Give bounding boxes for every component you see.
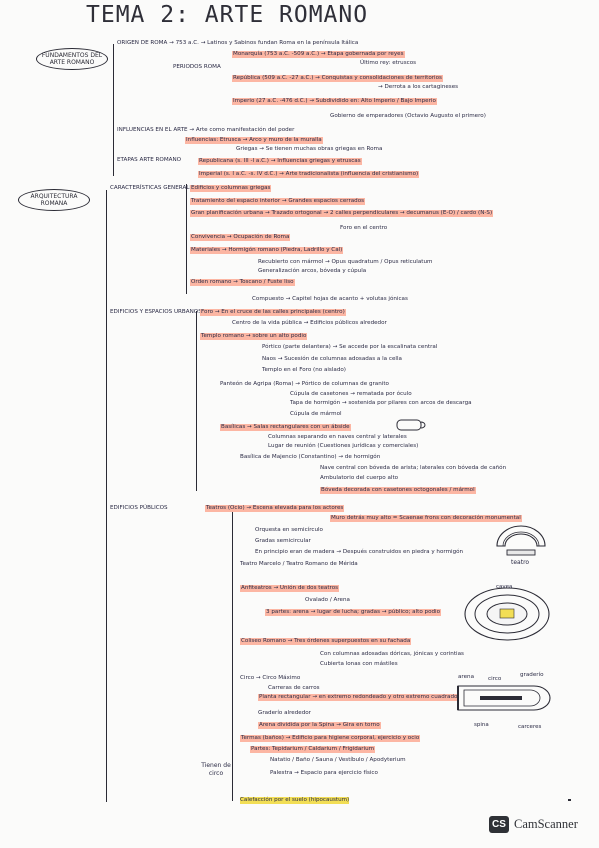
camscanner-logo: CS <box>489 816 509 833</box>
note: Imperio (27 a.C. -476 d.C.) → Subdividid… <box>232 98 437 105</box>
sketch-label-graderio: graderío <box>520 672 544 678</box>
note: Basílica de Majencio (Constantino) → de … <box>240 454 381 460</box>
edif-branch-line <box>196 311 198 491</box>
note: Foro en el centro <box>340 225 388 231</box>
note: Carreras de carros <box>268 685 320 691</box>
note: Natatio / Baño / Sauna / Vestíbulo / Apo… <box>270 757 406 763</box>
note: Monarquía (753 a.C. -509 a.C.) → Etapa g… <box>232 51 405 58</box>
camscanner-watermark: CamScanner <box>514 817 578 831</box>
note: Con columnas adosadas dóricas, jónicas y… <box>320 651 464 657</box>
note: ETAPAS ARTE ROMANO <box>117 157 182 163</box>
note: Circo → Circo Máximo <box>240 675 301 681</box>
note: Termas (baños) → Edificio para higiene c… <box>240 735 421 742</box>
note: Ovalado / Arena <box>305 597 350 603</box>
note: Cubierta lonas con mástiles <box>320 661 398 667</box>
note: Orquesta en semicírculo <box>255 527 323 533</box>
note: EDIFICIOS Y ESPACIOS URBANOS <box>110 309 202 315</box>
note: Generalización arcos, bóveda y cúpula <box>258 268 367 274</box>
note: Templo en el Foro (no aislado) <box>262 367 346 373</box>
note: Tratamiento del espacio interior → Grand… <box>190 198 366 205</box>
note: Planta rectangular → en extremo redondea… <box>258 694 459 701</box>
root-fundamentos-label: FUNDAMENTOS DEL ARTE ROMANO <box>41 52 103 66</box>
note: CARACTERÍSTICAS GENERALES <box>110 185 197 191</box>
theatre-sketch: teatro <box>496 525 546 566</box>
root-fundamentos: FUNDAMENTOS DEL ARTE ROMANO <box>36 48 108 70</box>
note: → Derrota a los cartagineses <box>378 84 459 90</box>
note: Panteón de Agripa (Roma) → Pórtico de co… <box>220 381 389 387</box>
note: Columnas separando en naves central y la… <box>268 434 407 440</box>
note: Calefacción por el suelo (hipocaustum) <box>240 797 350 804</box>
basilica-apse-sketch <box>396 419 426 431</box>
note: Cúpula de casetones → rematada por óculo <box>290 391 412 397</box>
note: Anfiteatros → Unión de dos teatros <box>240 585 340 592</box>
note: Graderío alrededor <box>258 710 311 716</box>
note: Centro de la vida pública → Edificios pú… <box>232 320 387 326</box>
note: Arena dividida por la Spina → Gira en to… <box>258 722 381 729</box>
note: PERIODOS ROMA <box>173 64 221 70</box>
note: Naos → Sucesión de columnas adosadas a l… <box>262 356 402 362</box>
upper-branch-line <box>113 44 115 176</box>
note: Gradas semicircular <box>255 538 311 544</box>
sketch-label-cavea: cavea <box>496 584 512 590</box>
note: Orden romano → Toscano / Fuste liso <box>190 279 295 286</box>
note: EDIFICIOS PÚBLICOS <box>110 505 168 511</box>
note: Teatro Marcelo / Teatro Romano de Mérida <box>240 561 358 567</box>
note: Teatros (Ocio) → Escena elevada para los… <box>205 505 345 512</box>
page-title: TEMA 2: ARTE ROMANO <box>86 2 369 28</box>
root-arquitectura-label: ARQUITECTURA ROMANA <box>30 193 78 207</box>
note: Recubierto con mármol → Opus quadratum /… <box>258 259 433 265</box>
note: Ambulatorio del cuerpo alto <box>320 475 399 481</box>
note: Coliseo Romano → Tres órdenes superpuest… <box>240 638 412 645</box>
cat-branch-line <box>186 184 188 294</box>
note: Templo romano → sobre un alto podio <box>200 333 308 340</box>
note: Materiales → Hormigón romano (Piedra, La… <box>190 247 344 254</box>
note: Basílicas → Salas rectangulares con un á… <box>220 424 351 431</box>
sketch-label-carceres: carceres <box>518 724 541 730</box>
note: Tapa de hormigón → sostenida por pilares… <box>290 400 472 406</box>
circus-sketch: spina carceres <box>457 685 551 730</box>
note: Griegas → Se tienen muchas obras griegas… <box>236 146 383 152</box>
main-branch-line <box>106 190 108 802</box>
note: Último rey: etruscos <box>360 60 417 66</box>
note: Pórtico (parte delantera) → Se accede po… <box>262 344 438 350</box>
sketch-label-spina: spina <box>474 722 489 728</box>
note: Bóveda decorada con casetones octogonale… <box>320 487 476 494</box>
note: Gran planificación urbana → Trazado orto… <box>190 210 494 217</box>
note: Palestra → Espacio para ejercicio físico <box>270 770 378 776</box>
side-note-circo: Tienen de circo <box>201 762 231 777</box>
note: 3 partes: arena → lugar de lucha; gradas… <box>265 609 442 616</box>
root-arquitectura: ARQUITECTURA ROMANA <box>18 189 90 211</box>
note: INFLUENCIAS EN EL ARTE → Arte como manif… <box>117 127 295 133</box>
note: Influencias: Etrusca → Arco y muro de la… <box>185 137 323 144</box>
scan-mark <box>568 799 571 801</box>
amphitheatre-sketch: cavea <box>464 584 550 641</box>
note: En principio eran de madera → Después co… <box>255 549 464 555</box>
note: Cúpula de mármol <box>290 411 342 417</box>
note: ORIGEN DE ROMA → 753 a.C. → Latinos y Sa… <box>117 40 359 46</box>
note: Gobierno de emperadores (Octavio Augusto… <box>330 113 486 119</box>
note: Convivencia → Ocupación de Roma <box>190 234 291 241</box>
note: República (509 a.C. -27 a.C.) → Conquist… <box>232 75 443 82</box>
sketch-label-arena: arena <box>458 674 475 680</box>
note: Nave central con bóveda de arista; later… <box>320 465 507 471</box>
sketch-label-circo: circo <box>488 676 502 682</box>
note: Foro → En el cruce de las calles princip… <box>200 309 346 316</box>
note: Lugar de reunión (Cuestiones jurídicas y… <box>268 443 419 449</box>
note: Imperial (s. I a.C. -s. IV d.C.) → Arte … <box>198 171 420 178</box>
note: Muro detrás muy alto = Scaenae frons con… <box>330 515 522 522</box>
note: Edificios y columnas griegas <box>190 185 272 192</box>
note: Partes: Tepidarium / Caldarium / Frigida… <box>250 746 376 753</box>
pub-branch-line <box>232 505 234 801</box>
note: Compuesto → Capitel hojas de acanto + vo… <box>252 296 408 302</box>
sketch-label-teatro: teatro <box>511 559 529 566</box>
note: Republicana (s. III -I a.C.) → Influenci… <box>198 158 362 165</box>
